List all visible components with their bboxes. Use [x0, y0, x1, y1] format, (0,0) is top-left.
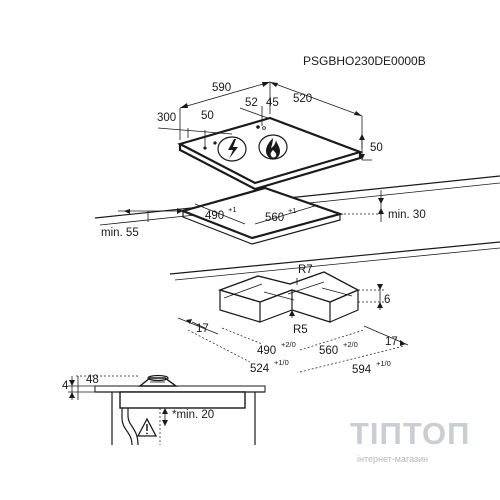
- frame-inner-depth-tol: +2/0: [281, 340, 296, 349]
- side-min-below: *min. 20: [172, 409, 214, 421]
- side-section-view: *min. 20 4 48: [62, 374, 266, 446]
- cutout-min-back: min. 30: [388, 209, 426, 221]
- control-dot: [262, 126, 266, 130]
- dim-line-520: [269, 81, 363, 117]
- frame-profile-view: R7 R5 6 17 17 490 +2/0 560 +2/0 524 +1/0: [177, 264, 409, 376]
- electric-zone: [217, 136, 247, 162]
- side-height-small: 4: [62, 380, 69, 392]
- dim-label-590: 590: [212, 82, 231, 94]
- dim-line-560: [254, 204, 319, 225]
- hob-top-view: 590 520 52 45 300 50 50: [157, 81, 383, 191]
- gas-pipe: [121, 408, 133, 446]
- lightning-bolt-icon: [228, 139, 238, 159]
- dim-line-52: [239, 107, 263, 117]
- cutout-width: 560: [265, 212, 284, 224]
- cutout-depth-tol: +1: [228, 205, 237, 214]
- dim-line-frame-594: [299, 345, 405, 373]
- cutout-depth: 490: [205, 210, 224, 222]
- dim-label-520: 520: [293, 93, 312, 105]
- countertop-cutout-view: 490 +1 560 +1 min. 55 min. 30: [94, 175, 500, 281]
- flame-icon: [266, 138, 280, 159]
- frame-edge-left: 17: [196, 323, 209, 335]
- watermark: ТІПТОП інтернет-магазин: [350, 416, 470, 464]
- frame-inner-width-tol: +2/0: [343, 340, 358, 349]
- frame-radius-inner: R5: [293, 324, 308, 336]
- dim-line-490: [194, 203, 246, 225]
- frame-outer-depth-tol: +1/0: [274, 358, 289, 367]
- dim-label-300: 300: [157, 112, 176, 124]
- hob-body-section: [119, 391, 246, 409]
- frame-inner-depth: 490: [257, 345, 276, 357]
- countertop-section: [94, 385, 266, 393]
- watermark-tagline: інтернет-магазин: [357, 454, 428, 464]
- dim-line-590: [179, 81, 271, 109]
- frame-outer-depth: 524: [250, 363, 270, 375]
- frame-thickness: 6: [384, 294, 390, 306]
- model-code: PSGBHO230DE0000B: [303, 54, 426, 68]
- side-height-large: 48: [86, 374, 99, 386]
- dim-line-300: [157, 127, 233, 135]
- frame-inner-width: 560: [319, 345, 338, 357]
- control-dot: [213, 141, 217, 145]
- frame-outer-width: 594: [352, 364, 372, 376]
- control-dot: [256, 125, 260, 129]
- frame-radius-outer: R7: [298, 264, 313, 276]
- countertop-back-line: [169, 241, 500, 275]
- frame-outer-width-tol: +1/0: [376, 359, 391, 368]
- dim-line-frame-560: [299, 329, 365, 351]
- cutout-width-tol: +1: [288, 206, 297, 215]
- dim-line-frame-490: [221, 327, 263, 345]
- watermark-brand: ТІПТОП: [350, 416, 470, 451]
- dim-line-45: [261, 115, 291, 126]
- dim-label-52: 52: [245, 97, 258, 109]
- dim-label-50-left: 50: [201, 110, 214, 122]
- cutout-min-front: min. 55: [101, 227, 139, 239]
- dim-label-50-right: 50: [370, 142, 383, 154]
- dim-label-45: 45: [266, 97, 279, 109]
- control-dot: [203, 146, 207, 150]
- frame-edge-right: 17: [385, 336, 398, 348]
- frame-top: [217, 271, 360, 303]
- dim-line-17-left: [177, 317, 219, 335]
